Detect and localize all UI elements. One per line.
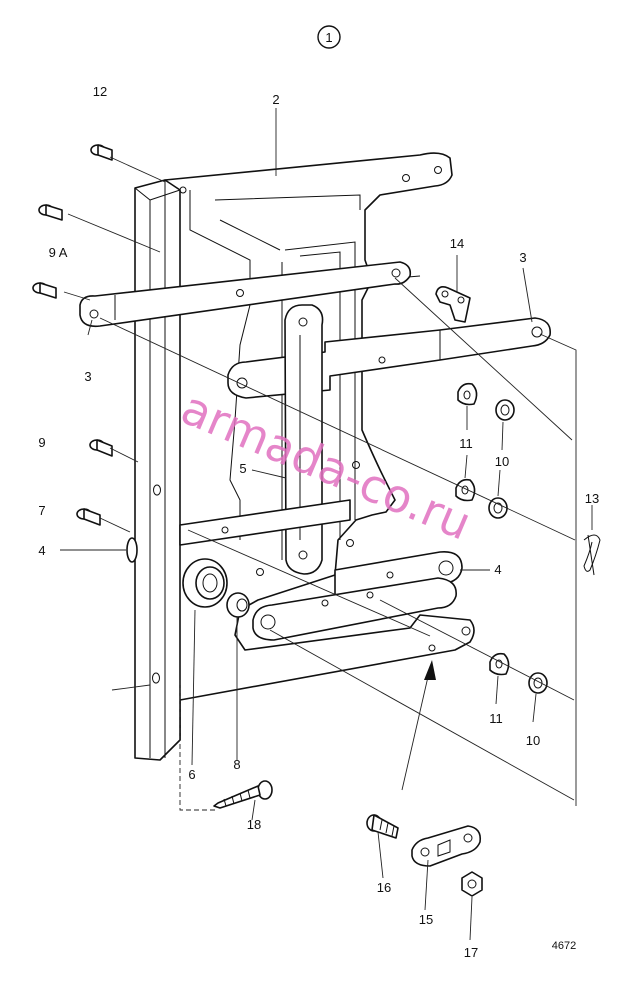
leader-lines	[60, 108, 593, 941]
lower-link-arm-front	[252, 577, 457, 641]
flange-collar	[126, 537, 138, 563]
figure-number-badge: 1	[317, 25, 341, 49]
callout-7: 7	[38, 503, 45, 518]
callout-10-upper: 10	[495, 454, 509, 469]
callout-11-upper: 11	[459, 436, 473, 451]
callout-9: 9	[38, 435, 45, 450]
drawing-number: 4672	[552, 940, 576, 952]
lock-washer-11-lower	[489, 652, 510, 676]
flat-washer-10-mid	[488, 497, 508, 519]
wood-screw-18	[213, 780, 273, 809]
lock-washer-11-upper	[457, 382, 478, 406]
lower-link-arm-rear	[179, 499, 351, 546]
callout-9a: 9 A	[49, 245, 68, 260]
callout-14: 14	[450, 236, 464, 251]
callout-2: 2	[272, 92, 279, 107]
hidden-line	[179, 680, 215, 811]
callout-16: 16	[377, 880, 391, 895]
flat-washer-10-upper	[495, 399, 515, 421]
callout-12: 12	[93, 84, 107, 99]
upper-link-arm-left	[79, 261, 412, 328]
bushing-part	[182, 558, 228, 608]
callout-15: 15	[419, 912, 433, 927]
callout-11-lower: 11	[489, 711, 503, 726]
bolt-9a-lower	[32, 282, 57, 299]
bolt-9a-upper	[38, 204, 63, 221]
callout-18: 18	[247, 817, 261, 832]
callout-17: 17	[464, 945, 478, 960]
flat-washer-10-lower	[528, 672, 548, 694]
callout-6: 6	[188, 767, 195, 782]
callout-8: 8	[233, 757, 240, 772]
assembly-arrow	[401, 660, 436, 791]
figure-number: 1	[325, 30, 332, 45]
bolt-12	[90, 144, 113, 161]
callout-13: 13	[585, 491, 599, 506]
callout-4-left: 4	[38, 543, 45, 558]
callout-labels: 2 12 9 A 3 14 3 9 5 11 10 13 7 4 4 11 10…	[38, 84, 599, 960]
callout-4-right: 4	[494, 562, 501, 577]
spring-pin-13	[583, 534, 601, 576]
lock-washer-11-mid	[455, 478, 476, 502]
bolt-7	[76, 508, 101, 526]
spacer-washer-part	[226, 592, 250, 618]
clip-14	[435, 286, 471, 323]
bolt-16	[366, 814, 399, 839]
bolt-9	[89, 439, 113, 457]
callout-3-left: 3	[84, 369, 91, 384]
bracket-15	[411, 825, 482, 867]
left-mounting-bar	[134, 179, 187, 761]
nut-17	[461, 871, 483, 897]
callout-5: 5	[239, 461, 246, 476]
callout-3-right: 3	[519, 250, 526, 265]
callout-10-lower: 10	[526, 733, 540, 748]
